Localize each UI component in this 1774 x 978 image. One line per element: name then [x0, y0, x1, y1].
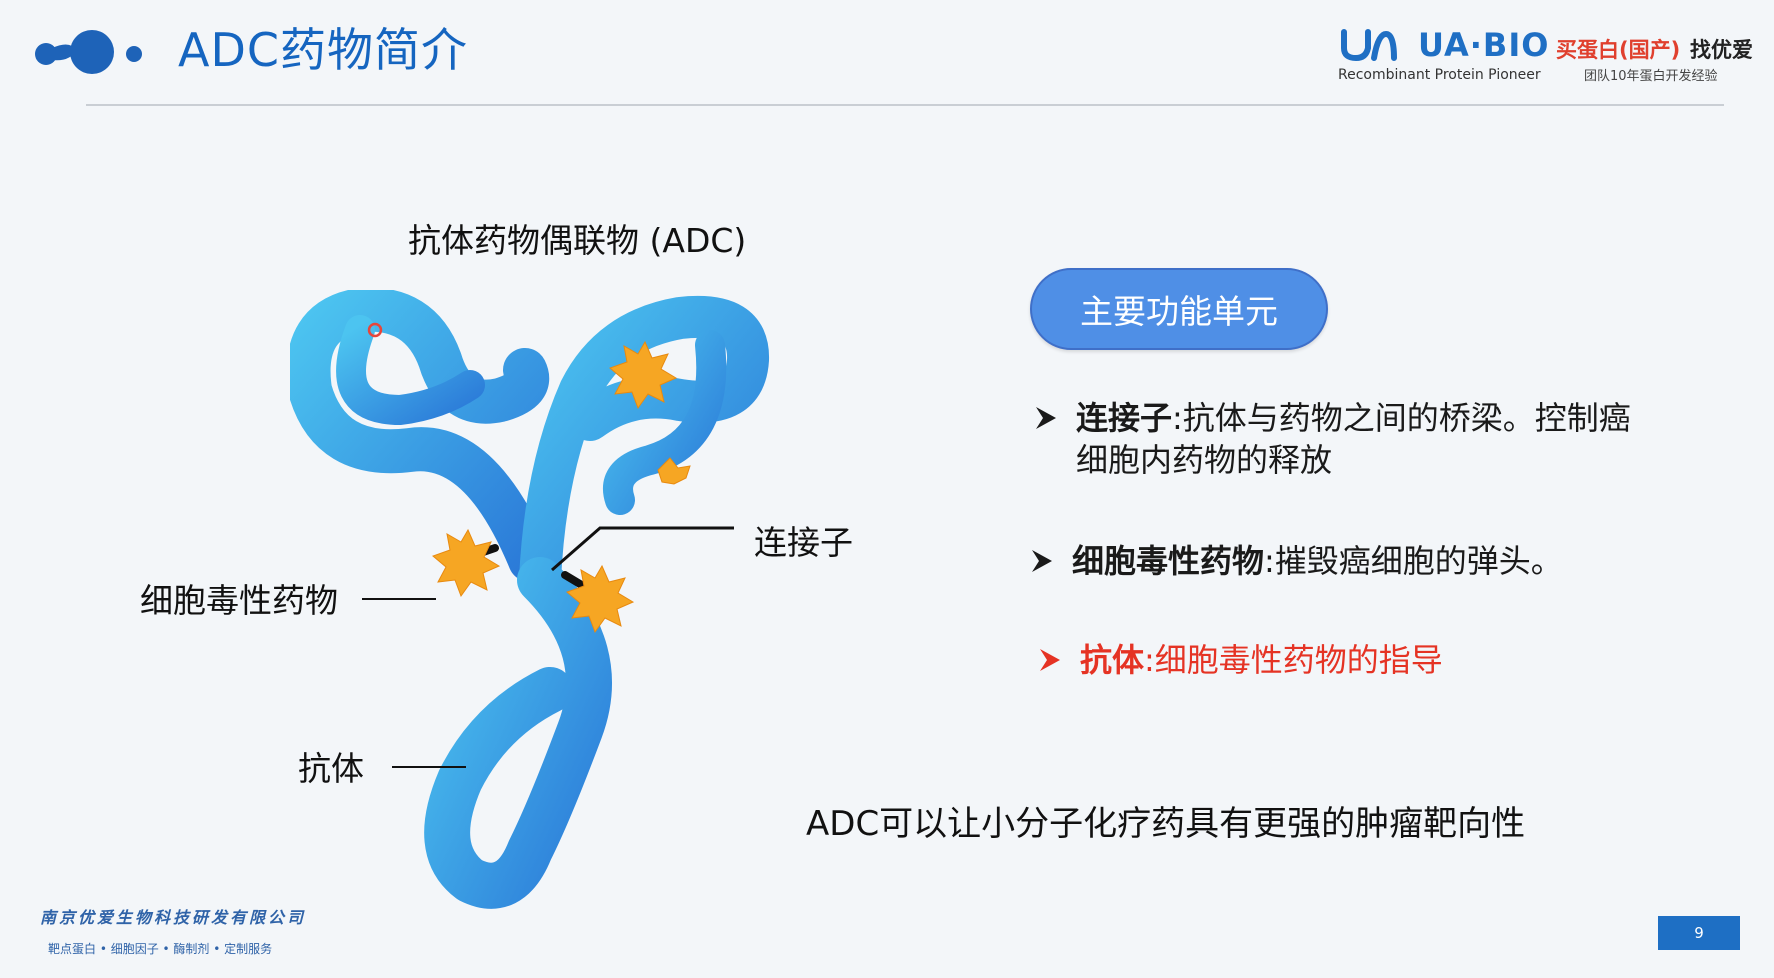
bullet-cytotoxic-drug: 细胞毒性药物:摧毁癌细胞的弹头。 — [1032, 540, 1672, 582]
arrow-bullet-icon — [1032, 550, 1052, 572]
figure-title: 抗体药物偶联物 (ADC) — [408, 221, 747, 260]
company-services: 靶点蛋白 • 细胞因子 • 酶制剂 • 定制服务 — [48, 942, 273, 956]
drug-star-icon — [609, 340, 678, 410]
bullet-term: 连接子 — [1076, 399, 1173, 437]
bullet-text: :细胞毒性药物的指导 — [1144, 641, 1443, 679]
cursor-marker-icon — [367, 322, 383, 338]
summary-text: ADC可以让小分子化疗药具有更强的肿瘤靶向性 — [806, 804, 1526, 844]
brand-name: UA·BIO — [1418, 26, 1550, 64]
drug-star-icon — [657, 457, 691, 485]
header-divider — [86, 104, 1724, 106]
bullet-term: 细胞毒性药物 — [1072, 542, 1265, 580]
label-antibody: 抗体 — [298, 749, 364, 788]
arrow-bullet-icon — [1036, 407, 1056, 429]
decorative-dots-icon — [35, 30, 142, 74]
bullet-antibody: 抗体:细胞毒性药物的指导 — [1040, 639, 1640, 681]
bullet-text: :抗体与药物之间的桥梁。控制癌细胞内药物的释放 — [1076, 399, 1631, 479]
page-title: ADC药物简介 — [178, 23, 469, 77]
ua-bio-logo-icon — [1341, 29, 1397, 62]
linker-leader-line — [551, 526, 734, 572]
brand-slogan-black: 找优爱 — [1690, 38, 1753, 62]
brand-tagline: Recombinant Protein Pioneer — [1338, 67, 1541, 83]
drug-leader-line — [362, 598, 436, 600]
adc-antibody-illustration — [290, 290, 769, 909]
arrow-bullet-icon — [1040, 649, 1060, 671]
brand-slogan-red: 买蛋白(国产) — [1556, 38, 1681, 62]
bullet-text: :摧毁癌细胞的弹头。 — [1264, 542, 1563, 580]
label-cytotoxic-drug: 细胞毒性药物 — [140, 581, 338, 620]
main-units-pill: 主要功能单元 — [1030, 268, 1328, 350]
bullet-term: 抗体 — [1080, 641, 1145, 679]
drug-star-icon — [432, 528, 501, 598]
brand-subtitle: 团队10年蛋白开发经验 — [1584, 69, 1718, 84]
page-number: 9 — [1658, 916, 1740, 950]
company-name: 南京优爱生物科技研发有限公司 — [40, 908, 307, 927]
label-linker: 连接子 — [754, 523, 853, 562]
drug-star-icon — [566, 564, 635, 634]
antibody-leader-line — [392, 766, 466, 768]
bullet-linker: 连接子:抗体与药物之间的桥梁。控制癌细胞内药物的释放 — [1036, 397, 1636, 481]
